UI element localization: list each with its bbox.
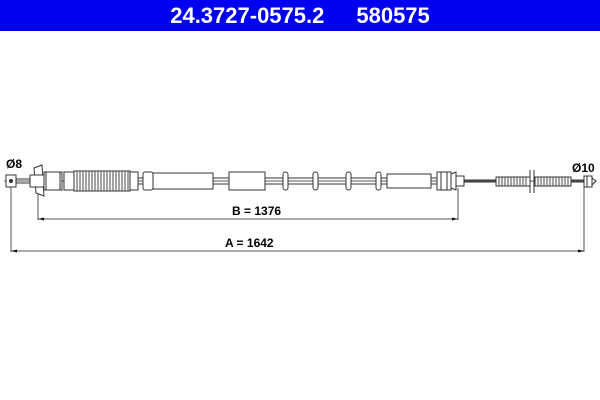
- title-bar: 24.3727-0575.2 580575: [0, 0, 600, 31]
- left-fitting-icon: [29, 164, 63, 197]
- left-eyelet-icon: [5, 174, 17, 188]
- right-spring-icon: [495, 170, 572, 193]
- dimension-lines: [10, 187, 585, 252]
- part-number: 24.3727-0575.2: [170, 2, 325, 28]
- dimension-b-label: B = 1376: [232, 204, 281, 218]
- left-bellows-icon: [63, 170, 139, 192]
- reference-number: 580575: [356, 2, 430, 28]
- left-diameter-label: Ø8: [6, 157, 22, 171]
- right-fitting-icon: [436, 171, 465, 191]
- dimension-a-label: A = 1642: [225, 236, 274, 250]
- right-diameter-label: Ø10: [572, 161, 595, 175]
- right-end-fitting-icon: [583, 175, 597, 188]
